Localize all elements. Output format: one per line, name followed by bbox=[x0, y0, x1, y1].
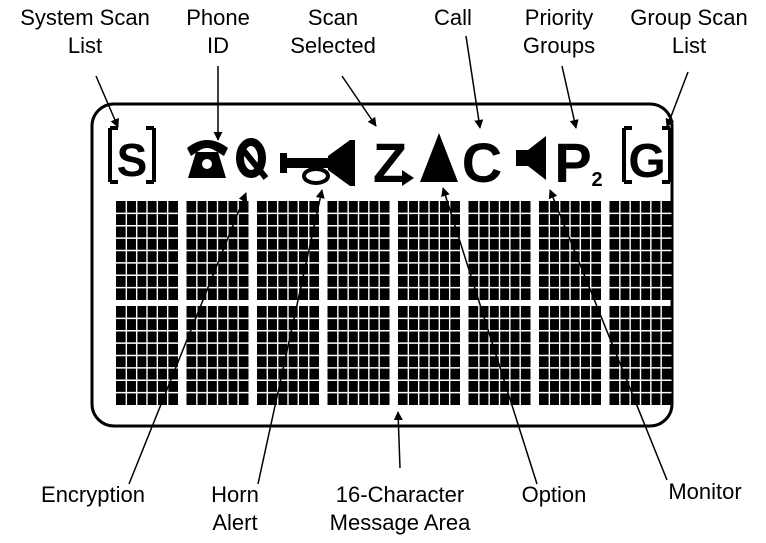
encryption-leader bbox=[128, 192, 248, 485]
option-leader bbox=[441, 187, 538, 485]
message-character-cell bbox=[398, 306, 460, 405]
scan-selected-icon: Z bbox=[373, 131, 414, 194]
message-character-cell bbox=[539, 306, 601, 405]
message-character-cell bbox=[116, 201, 178, 300]
message-area bbox=[116, 201, 672, 405]
monitor-speaker-icon bbox=[516, 136, 546, 180]
svg-text:S: S bbox=[117, 134, 148, 186]
call-label: Call bbox=[434, 5, 472, 30]
horn-icon bbox=[280, 140, 355, 186]
call-leader bbox=[465, 35, 484, 129]
system-scan-leader bbox=[95, 75, 119, 128]
svg-text:G: G bbox=[628, 135, 665, 188]
encryption-label: Encryption bbox=[41, 482, 145, 507]
message-character-cell bbox=[327, 306, 390, 405]
message-character-cell bbox=[468, 201, 531, 300]
svg-text:2: 2 bbox=[591, 169, 602, 191]
option-label: Option bbox=[521, 482, 587, 507]
message-character-cell bbox=[327, 201, 390, 300]
priority-icon: P 2 bbox=[554, 131, 602, 194]
message-character-cell bbox=[539, 201, 601, 300]
svg-text:P: P bbox=[554, 131, 591, 194]
message-character-cell bbox=[116, 306, 178, 405]
group-scan-icon: G bbox=[622, 126, 672, 188]
monitor-label: Monitor bbox=[668, 479, 742, 504]
message-character-cell bbox=[609, 201, 672, 300]
group-scan-leader bbox=[665, 71, 689, 128]
message-character-cell bbox=[609, 306, 672, 405]
message-character-cell bbox=[186, 201, 249, 300]
message-character-cell bbox=[468, 306, 531, 405]
svg-text:Z: Z bbox=[373, 131, 407, 194]
message-character-cell bbox=[257, 201, 319, 300]
option-triangle-icon bbox=[420, 133, 458, 182]
message-character-cell bbox=[257, 306, 319, 405]
phone-icon bbox=[187, 140, 228, 178]
priority-groups-leader bbox=[561, 65, 579, 129]
message-character-cell bbox=[398, 201, 460, 300]
encryption-icon bbox=[236, 138, 269, 180]
call-icon: C bbox=[462, 131, 502, 194]
message-area-leader bbox=[393, 411, 403, 469]
monitor-leader bbox=[548, 189, 668, 481]
system-scan-icon: S bbox=[108, 126, 156, 186]
message-character-cell bbox=[186, 306, 249, 405]
horn-alert-leader bbox=[257, 189, 325, 485]
scan-selected-leader bbox=[341, 75, 377, 127]
